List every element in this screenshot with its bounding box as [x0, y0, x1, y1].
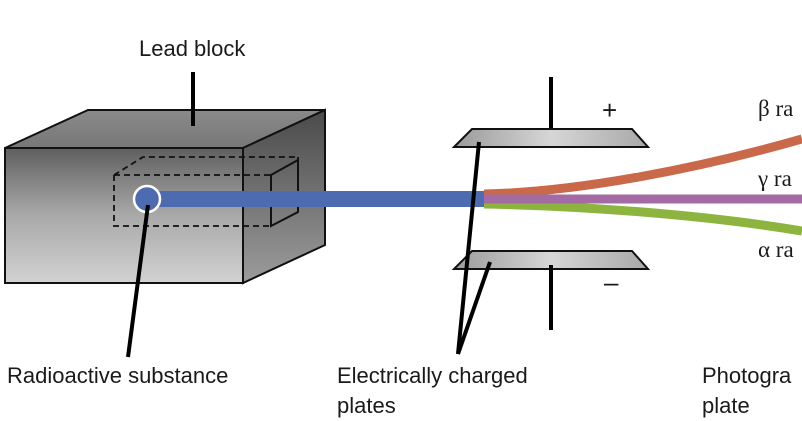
negative-plate — [451, 250, 651, 330]
photographic-plate-label-line2: plate — [702, 393, 750, 418]
lead-block-opening — [270, 158, 299, 228]
plate-pointer-bottom — [456, 261, 492, 355]
photographic-plate-label-line1: Photogra — [702, 363, 792, 388]
gamma-ray-label: γ ra — [758, 166, 792, 191]
radioactive-substance-label: Radioactive substance — [7, 363, 229, 388]
lead-block-front-face — [4, 147, 244, 284]
charged-plates-label-line2: plates — [337, 393, 396, 418]
substance-pointer — [126, 204, 150, 358]
minus-sign: – — [604, 267, 619, 297]
alpha-ray — [483, 199, 802, 236]
lead-block-label: Lead block — [139, 36, 246, 61]
positive-plate — [451, 77, 651, 148]
plate-pointer-top — [456, 141, 481, 355]
negative-plate-body — [451, 250, 651, 270]
positive-plate-body — [451, 128, 651, 148]
charged-plates-label-line1: Electrically charged — [337, 363, 528, 388]
lead-block — [4, 108, 326, 285]
beta-ray-label: β ra — [758, 96, 794, 121]
beta-ray — [483, 134, 802, 199]
radiation-beam — [147, 191, 487, 207]
plus-sign: + — [602, 95, 618, 125]
alpha-ray-label: α ra — [758, 237, 794, 262]
